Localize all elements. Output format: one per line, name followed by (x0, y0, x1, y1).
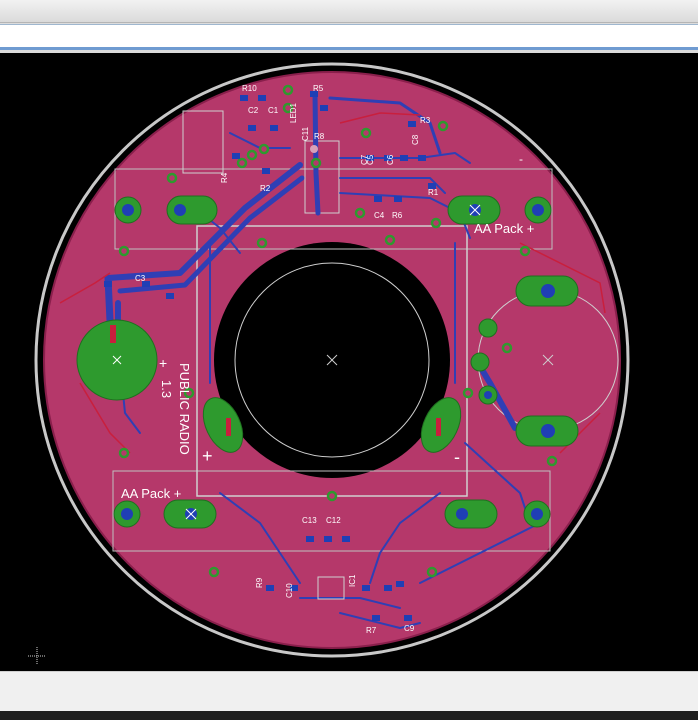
label-c9: C9 (404, 624, 415, 633)
label-c6: C6 (386, 154, 395, 165)
label-r9: R9 (255, 577, 264, 588)
vias (118, 84, 558, 578)
label-c8: C8 (411, 134, 420, 145)
label-c12: C12 (326, 516, 341, 525)
bottom-traces (59, 112, 606, 454)
aa-pack-top-label: AA Pack + (474, 221, 534, 236)
label-c7: C7 (360, 154, 369, 165)
label-c4: C4 (374, 211, 385, 220)
smd-pads (104, 91, 436, 621)
taskbar (0, 711, 698, 720)
label-c13: C13 (302, 516, 317, 525)
board-title-label: PUBLIC RADIO (177, 363, 192, 455)
label-r6: R6 (392, 211, 403, 220)
label-r5: R5 (313, 84, 324, 93)
board-outline (34, 62, 630, 658)
label-r3: R3 (420, 116, 431, 125)
minus-marking: - (454, 447, 460, 467)
component-labels: R10 C2 C1 R5 LED1 C11 R8 R2 C3 C4 R6 R4 … (135, 84, 439, 635)
aa-pack-bottom-label: AA Pack + (121, 486, 181, 501)
pad-hole-marks (112, 204, 481, 520)
status-bar (0, 671, 698, 712)
label-c3: C3 (135, 274, 146, 283)
speaker-outline (234, 262, 430, 458)
label-r2: R2 (260, 184, 271, 193)
switch-outline (182, 110, 224, 174)
command-input[interactable] (2, 27, 696, 47)
title-bar (0, 0, 698, 23)
slot-pads (110, 325, 441, 436)
label-r1: R1 (428, 188, 439, 197)
label-c5: C5 (366, 154, 375, 165)
ic-body (310, 145, 345, 600)
label-r7: R7 (366, 626, 377, 635)
pcb-canvas[interactable]: AA Pack + AA Pack + PUBLIC RADIO 1.3 + +… (0, 53, 698, 671)
label-led1: LED1 (289, 102, 298, 123)
board-version-label: 1.3 (159, 380, 174, 398)
command-bar (0, 24, 698, 50)
plus-marking-small: + (159, 355, 167, 371)
label-r10: R10 (242, 84, 257, 93)
label-r8: R8 (314, 132, 325, 141)
label-c2: C2 (248, 106, 259, 115)
label-ic1: IC1 (348, 574, 357, 587)
label-r4: R4 (220, 172, 229, 183)
ic-outline (304, 140, 340, 214)
right-crosshair-icon (542, 354, 554, 366)
label-c1: C1 (268, 106, 279, 115)
label-c10: C10 (285, 583, 294, 598)
center-crosshair-icon (326, 354, 338, 366)
minus-marking-top: - (519, 152, 523, 166)
label-c11: C11 (301, 126, 310, 141)
plus-marking: + (202, 446, 213, 466)
origin-cross-icon (28, 647, 46, 665)
